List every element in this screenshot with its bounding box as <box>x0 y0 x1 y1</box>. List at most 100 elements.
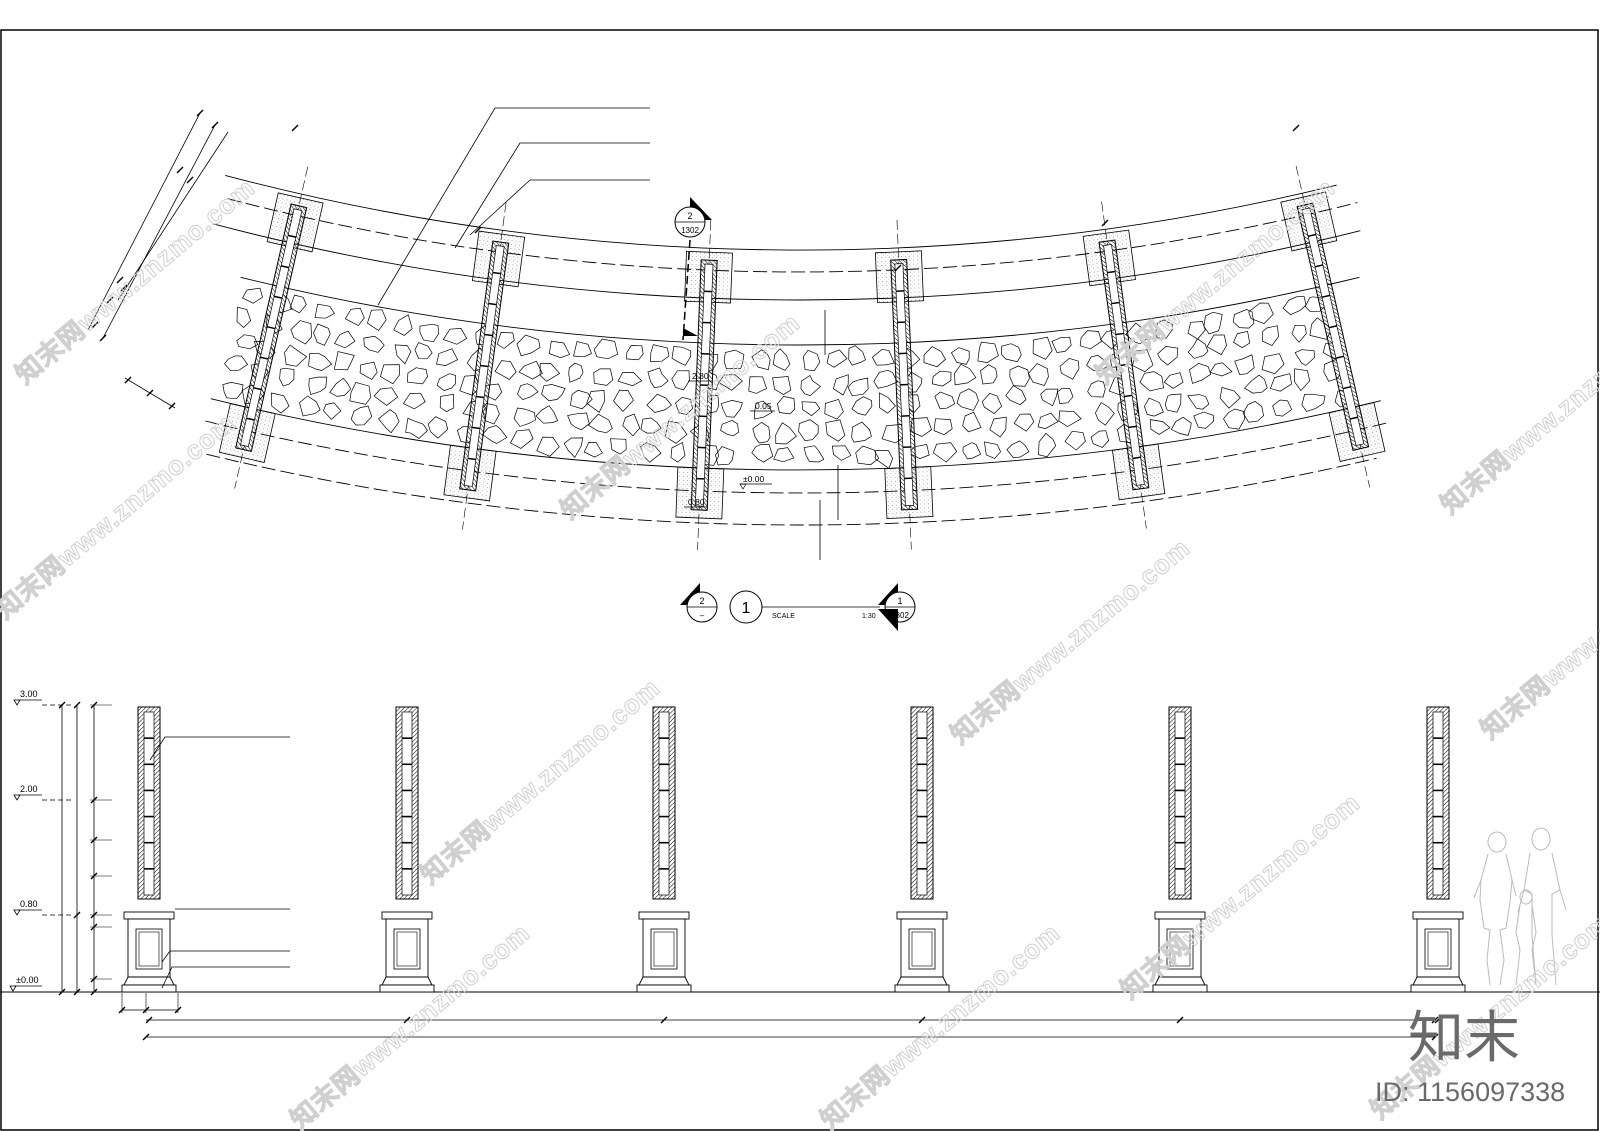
level-marker: 0.80 <box>13 899 72 916</box>
flagstone <box>284 344 308 367</box>
dim-tick <box>176 166 184 174</box>
flagstone <box>826 349 848 368</box>
plan-beams <box>218 165 1386 550</box>
base-foot <box>894 984 950 993</box>
flagstone <box>950 347 970 365</box>
flagstone <box>517 383 539 401</box>
watermark-brand: 知末 <box>1408 1006 1520 1071</box>
pergola-beam <box>1082 201 1166 529</box>
dim-tick <box>474 226 482 234</box>
flagstone <box>923 346 946 368</box>
flagstone <box>931 370 952 387</box>
level-marker: ±0.00 <box>9 975 42 992</box>
flagstone <box>715 446 735 466</box>
beam-crossbar <box>1119 363 1129 367</box>
flagstone <box>1087 380 1106 398</box>
level-triangle <box>13 699 21 706</box>
flagstone <box>748 376 768 394</box>
dim-tick <box>894 264 902 272</box>
flagstone <box>1155 319 1173 339</box>
dim-tick <box>91 321 99 329</box>
watermark-text: 知末网www.znzmo.com <box>0 407 241 624</box>
flagstone <box>983 441 1002 459</box>
flagstone <box>720 400 743 418</box>
flagstone <box>427 416 449 439</box>
flagstone <box>775 422 797 445</box>
flagstone <box>349 381 372 405</box>
beam-crossbar <box>467 457 476 461</box>
person-figure <box>1473 831 1517 986</box>
flagstone <box>568 362 584 383</box>
elevation-column <box>121 706 177 993</box>
flagstone <box>516 334 541 357</box>
flagstone <box>242 287 263 304</box>
sheet-border <box>0 29 1599 1131</box>
base-cap <box>123 911 175 920</box>
flagstone <box>407 367 428 385</box>
flagstone <box>1009 365 1030 387</box>
flagstone <box>1293 368 1311 392</box>
flagstone <box>848 345 866 366</box>
leader-line <box>469 179 650 236</box>
scale-label: SCALE <box>772 613 795 620</box>
flagstone <box>874 450 894 469</box>
flagstone <box>1059 358 1080 380</box>
level-marker: 2.00 <box>13 784 72 801</box>
dim-tick <box>1101 219 1109 227</box>
flagstone <box>573 341 592 358</box>
plan-arc <box>227 198 1358 273</box>
plan-dimension-lines <box>87 107 1300 560</box>
flagstone <box>671 346 692 366</box>
flagstone <box>1187 321 1206 340</box>
beam-crossbar <box>1128 425 1137 429</box>
flagstone <box>314 303 335 319</box>
flagstone <box>650 344 670 362</box>
pergola-beam <box>443 202 526 530</box>
flagstone <box>1157 346 1179 366</box>
flagstone <box>989 416 1007 438</box>
flagstone <box>513 407 536 427</box>
flagstone <box>567 412 590 431</box>
base-plinth <box>638 976 690 986</box>
pergola-beam <box>218 166 324 489</box>
base-foot <box>1152 984 1208 993</box>
flagstone <box>439 393 455 413</box>
dim-tick <box>73 701 81 709</box>
pergola-beam <box>1280 165 1386 488</box>
flagstone <box>308 352 333 371</box>
elevation-columns <box>121 706 1466 993</box>
flagstone <box>366 309 387 331</box>
flagstone <box>622 413 641 437</box>
beam-crossbar <box>1115 332 1124 336</box>
flagstone <box>539 363 561 382</box>
flagstone <box>718 374 744 391</box>
beam-crossbar <box>274 295 283 299</box>
flagstone <box>800 374 822 396</box>
elevation-column <box>894 706 950 993</box>
flagstone <box>1193 411 1214 429</box>
flagstone <box>333 351 355 371</box>
flagstone <box>436 373 457 391</box>
flagstone <box>772 348 791 371</box>
base-panel-inner <box>653 931 675 967</box>
child-figure <box>1515 889 1537 986</box>
flagstone <box>1079 330 1102 350</box>
flagstone <box>613 389 634 413</box>
flagstone <box>855 445 880 466</box>
flagstone <box>1032 336 1053 360</box>
watermark-id: ID: 1156097338 <box>1375 1077 1565 1107</box>
flagstone <box>570 389 593 410</box>
dim-tick <box>660 1016 668 1024</box>
watermark-text: 知末网www.znzmo.com <box>10 172 261 389</box>
flagstone <box>481 425 508 444</box>
dim-tick <box>1292 124 1300 132</box>
flagstone <box>1301 393 1326 412</box>
section-number: 2 <box>687 211 692 221</box>
beam-crossbar <box>280 265 290 269</box>
flagstone <box>720 420 739 437</box>
flagstone <box>1203 311 1223 335</box>
flagstone <box>1132 349 1154 373</box>
leader-line <box>454 142 650 249</box>
leader-line <box>161 950 290 963</box>
dim-tick <box>168 402 176 410</box>
